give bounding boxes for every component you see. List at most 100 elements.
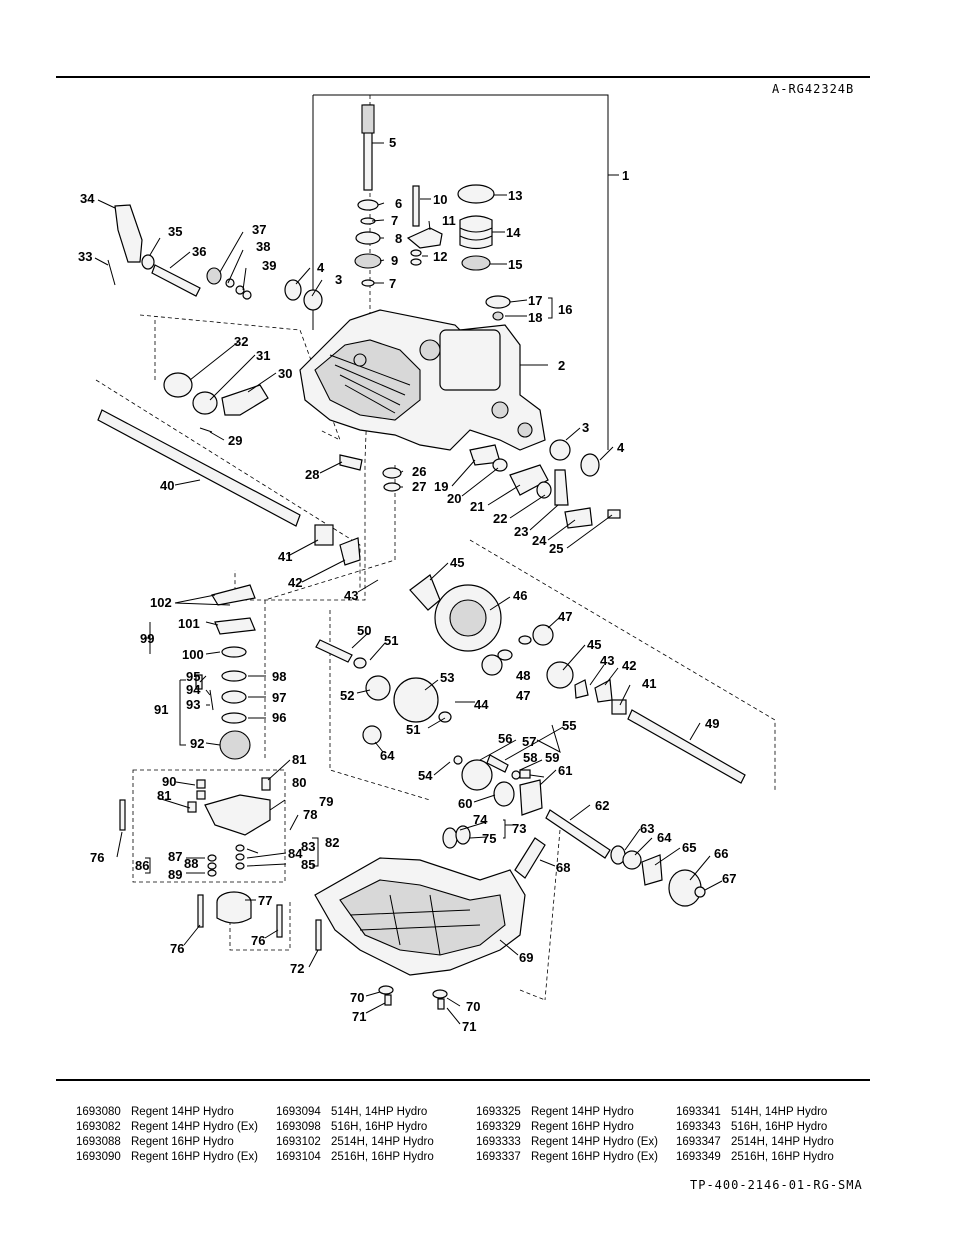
callout: 76 bbox=[251, 933, 265, 948]
callout: 33 bbox=[78, 249, 92, 264]
callout: 89 bbox=[168, 867, 182, 882]
callout: 19 bbox=[434, 479, 448, 494]
callout: 37 bbox=[252, 222, 266, 237]
axle-bushing-left bbox=[314, 524, 334, 546]
callout: 75 bbox=[482, 831, 496, 846]
callout: 51 bbox=[406, 722, 420, 737]
callout: 11 bbox=[442, 213, 456, 228]
callout: 63 bbox=[640, 821, 654, 836]
axle-left bbox=[97, 409, 301, 527]
callout: 67 bbox=[722, 871, 736, 886]
callout: 4 bbox=[617, 440, 625, 455]
pump-assembly-box bbox=[132, 769, 286, 883]
callout: 66 bbox=[714, 846, 728, 861]
control-lever bbox=[114, 204, 143, 263]
callout: 3 bbox=[335, 272, 342, 287]
callout: 86 bbox=[135, 858, 149, 873]
callout: 22 bbox=[493, 511, 507, 526]
callout: 61 bbox=[558, 763, 572, 778]
callout: 54 bbox=[418, 768, 433, 783]
callout: 91 bbox=[154, 702, 168, 717]
bypass-rod bbox=[406, 185, 443, 266]
callout: 2 bbox=[558, 358, 565, 373]
callout: 71 bbox=[352, 1009, 366, 1024]
callout: 12 bbox=[433, 249, 447, 264]
callout: 82 bbox=[325, 835, 339, 850]
callout: 65 bbox=[682, 840, 696, 855]
control-shaft bbox=[151, 264, 201, 297]
input-shaft bbox=[361, 104, 375, 191]
callout-labels: 1 2 3 3 4 4 5 6 7 7 8 9 10 11 12 13 14 1… bbox=[78, 135, 736, 1034]
callout: 48 bbox=[516, 668, 530, 683]
callout: 26 bbox=[412, 464, 426, 479]
callout: 43 bbox=[344, 588, 358, 603]
callout: 47 bbox=[558, 609, 572, 624]
leader-lines bbox=[94, 142, 723, 1025]
callout: 57 bbox=[522, 734, 536, 749]
callout: 14 bbox=[506, 225, 521, 240]
drawing-id: A-RG42324B bbox=[772, 82, 855, 96]
callout: 85 bbox=[301, 857, 315, 872]
callout: 70 bbox=[466, 999, 480, 1014]
top-rule bbox=[56, 76, 870, 78]
callout: 15 bbox=[508, 257, 522, 272]
callout: 17 bbox=[528, 293, 542, 308]
exploded-parts-diagram: 1 2 3 3 4 4 5 6 7 7 8 9 10 11 12 13 14 1… bbox=[78, 94, 776, 1034]
callout: 1 bbox=[622, 168, 629, 183]
callout: 16 bbox=[558, 302, 572, 317]
callout: 81 bbox=[292, 752, 306, 767]
callout: 51 bbox=[384, 633, 398, 648]
callout: 41 bbox=[642, 676, 656, 691]
callout: 69 bbox=[519, 950, 533, 965]
callout: 79 bbox=[319, 794, 333, 809]
upper-housing bbox=[299, 309, 546, 451]
callout: 53 bbox=[440, 670, 454, 685]
callout: 50 bbox=[357, 623, 371, 638]
callout: 34 bbox=[80, 191, 95, 206]
callout: 93 bbox=[186, 697, 200, 712]
seal-left bbox=[284, 279, 302, 301]
callout: 64 bbox=[380, 748, 395, 763]
callout: 49 bbox=[705, 716, 719, 731]
callout: 7 bbox=[391, 213, 398, 228]
callout: 74 bbox=[473, 812, 488, 827]
shaft-stack bbox=[354, 199, 382, 287]
callout: 52 bbox=[340, 688, 354, 703]
callout: 76 bbox=[90, 850, 104, 865]
callout: 45 bbox=[587, 637, 601, 652]
callout: 100 bbox=[182, 647, 204, 662]
callout: 98 bbox=[272, 669, 286, 684]
callout: 23 bbox=[514, 524, 528, 539]
vent-cap bbox=[485, 295, 511, 309]
callout: 62 bbox=[595, 798, 609, 813]
group-brackets bbox=[144, 297, 561, 874]
callout: 47 bbox=[516, 688, 530, 703]
callout: 18 bbox=[528, 310, 542, 325]
lower-housing bbox=[314, 857, 526, 976]
callout: 3 bbox=[582, 420, 589, 435]
callout: 78 bbox=[303, 807, 317, 822]
callout: 56 bbox=[498, 731, 512, 746]
callout: 77 bbox=[258, 893, 272, 908]
callout: 38 bbox=[256, 239, 270, 254]
axle-right bbox=[627, 709, 746, 784]
callout: 71 bbox=[462, 1019, 476, 1034]
callout: 84 bbox=[288, 846, 303, 861]
callout: 39 bbox=[262, 258, 276, 273]
callout: 46 bbox=[513, 588, 527, 603]
callout: 31 bbox=[256, 348, 270, 363]
